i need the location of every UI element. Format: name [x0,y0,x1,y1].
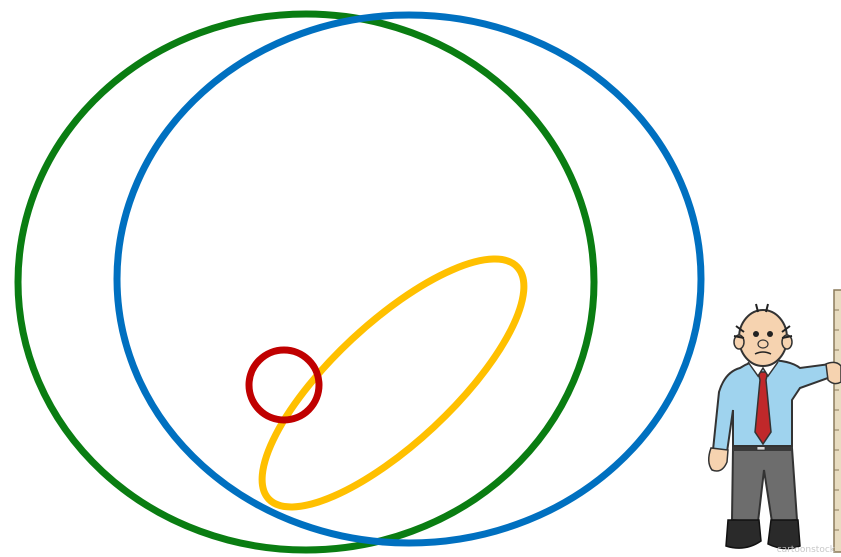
yellow-ellipse [228,223,559,543]
left-shoe [726,520,761,548]
left-eye [753,331,759,337]
right-eye [767,331,773,337]
ruler-icon [834,290,841,552]
left-hand [709,448,728,471]
watermark: cartoonstock [777,545,836,555]
nose [758,340,768,348]
shirt [713,360,830,452]
blue-ellipse [117,15,701,543]
green-ellipse [18,14,594,550]
right-hand [826,362,841,383]
man-measuring-height-icon: cartoonstock [709,290,841,555]
pants [732,448,797,522]
head [739,310,787,366]
